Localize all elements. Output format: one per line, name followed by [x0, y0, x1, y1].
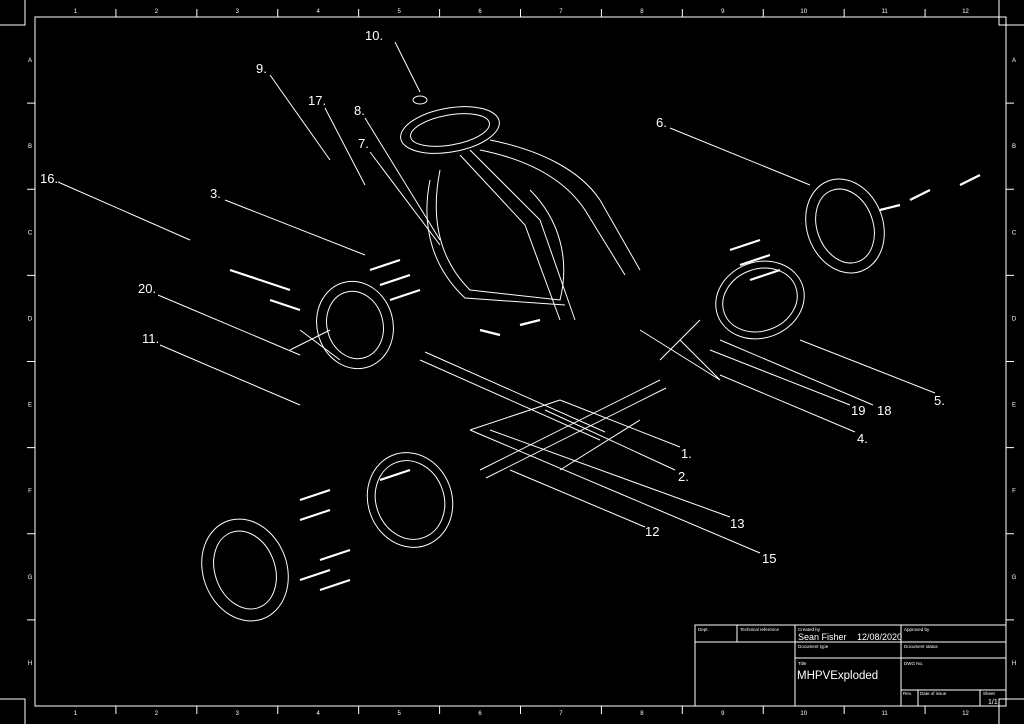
column-label-top: 9 — [721, 9, 725, 15]
callout-2: 2. — [678, 469, 689, 484]
column-label-bottom: 12 — [962, 711, 969, 717]
column-label-bottom: 2 — [155, 711, 159, 717]
title-block: Dept. Technical reference Created by Sea… — [694, 624, 1007, 707]
column-label-bottom: 4 — [317, 711, 321, 717]
sheet-label: Sheet — [983, 691, 996, 696]
column-label-top: 2 — [155, 9, 159, 15]
column-label-top: 12 — [962, 9, 969, 15]
callout-10: 10. — [365, 28, 383, 43]
column-label-bottom: 10 — [800, 711, 807, 717]
exploded-assembly-drawing — [201, 95, 981, 622]
column-label-top: 7 — [559, 9, 563, 15]
column-label-bottom: 6 — [478, 711, 482, 717]
row-label-left: H — [28, 661, 32, 667]
callout-4: 4. — [857, 431, 868, 446]
column-label-top: 6 — [478, 9, 482, 15]
row-label-right: A — [1012, 58, 1016, 64]
dept-label: Dept. — [698, 627, 709, 632]
column-label-bottom: 9 — [721, 711, 725, 717]
callout-12: 12 — [645, 524, 659, 539]
doc-status-label: Document status — [904, 644, 939, 649]
row-label-left: F — [28, 489, 32, 495]
callout-3: 3. — [210, 186, 221, 201]
column-label-bottom: 5 — [397, 711, 401, 717]
column-label-top: 8 — [640, 9, 644, 15]
dwg-no-label: DWG No. — [904, 661, 923, 666]
row-label-left: B — [28, 144, 32, 150]
title-label: Title — [798, 661, 807, 666]
row-label-right: B — [1012, 144, 1016, 150]
row-label-right: C — [1012, 230, 1017, 236]
callout-17: 17. — [308, 93, 326, 108]
callout-16: 16. — [40, 171, 58, 186]
callout-19: 19 — [851, 403, 865, 418]
column-label-bottom: 8 — [640, 711, 644, 717]
column-label-bottom: 1 — [74, 711, 78, 717]
callout-7: 7. — [358, 136, 369, 151]
row-label-right: H — [1012, 661, 1016, 667]
callout-6: 6. — [656, 115, 667, 130]
column-label-bottom: 7 — [559, 711, 563, 717]
callout-15: 15 — [762, 551, 776, 566]
approved-by-label: Approved by — [904, 627, 930, 632]
callout-8: 8. — [354, 103, 365, 118]
row-label-left: D — [28, 316, 33, 322]
callout-1: 1. — [681, 446, 692, 461]
callout-9: 9. — [256, 61, 267, 76]
created-by-value: Sean Fisher — [798, 632, 847, 642]
callout-20: 20. — [138, 281, 156, 296]
column-label-top: 5 — [397, 9, 401, 15]
row-label-left: C — [28, 230, 33, 236]
row-label-left: A — [28, 58, 32, 64]
row-label-left: G — [28, 575, 33, 581]
column-label-top: 11 — [882, 9, 889, 15]
callout-labels: 10. 9. 17. 8. 7. 6. 16. 3. 20. 11. 19 18… — [40, 28, 945, 566]
created-by-label: Created by — [798, 627, 821, 632]
date-of-issue-label: Date of issue — [920, 691, 947, 696]
row-label-right: E — [1012, 403, 1016, 409]
created-date: 12/08/2020 — [857, 632, 902, 642]
leader-lines — [57, 41, 936, 554]
row-label-right: G — [1012, 575, 1017, 581]
column-label-bottom: 3 — [236, 711, 240, 717]
callout-5: 5. — [934, 393, 945, 408]
rev-label: Rev. — [903, 691, 912, 696]
row-label-left: E — [28, 403, 32, 409]
sheet-value: 1/1 — [988, 699, 998, 706]
callout-11: 11. — [142, 331, 159, 346]
doc-type-label: Document type — [798, 644, 829, 649]
column-label-top: 10 — [800, 9, 807, 15]
column-label-top: 4 — [317, 9, 321, 15]
row-label-right: D — [1012, 316, 1017, 322]
row-label-right: F — [1012, 489, 1016, 495]
drawing-title: MHPVExploded — [797, 670, 878, 682]
column-label-top: 1 — [74, 9, 78, 15]
column-label-top: 3 — [236, 9, 240, 15]
callout-18: 18 — [877, 403, 891, 418]
callout-13: 13 — [730, 516, 744, 531]
tech-ref-label: Technical reference — [740, 627, 780, 632]
column-label-bottom: 11 — [882, 711, 889, 717]
